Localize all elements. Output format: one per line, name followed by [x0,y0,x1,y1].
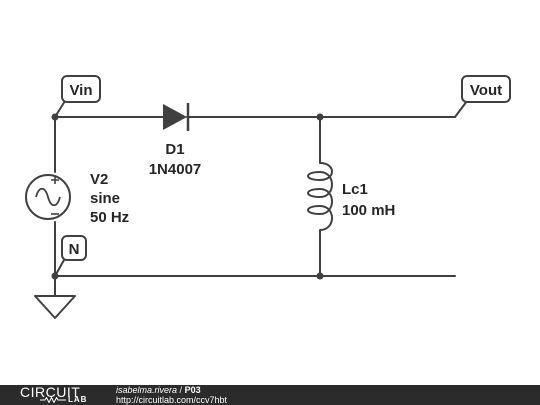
logo-text: CIRCUIT [20,384,81,400]
source-name: V2 [90,171,108,188]
diode-name: D1 [165,141,184,158]
node-flag-vin[interactable]: Vin [54,75,101,118]
source-frequency: 50 Hz [90,209,129,226]
credits: isabelma.rivera / P03 http://circuitlab.… [116,385,227,405]
node-label-n: N [69,241,80,258]
source-type: sine [90,190,120,207]
sine-source-v2[interactable] [25,174,71,220]
author-name[interactable]: isabelma.rivera [116,385,178,395]
junction-top [316,113,324,121]
wires [54,116,456,297]
node-label-vout: Vout [470,82,502,99]
circuit-schematic: Vin Vout N V2 sine 50 Hz D1 1 [25,75,511,319]
resistor-icon [40,397,66,403]
diode-part: 1N4007 [149,161,202,178]
diode-d1[interactable] [163,103,190,131]
ground-symbol[interactable] [34,295,76,319]
diode-triangle [163,104,187,130]
circuitlab-logo[interactable]: CIRCUIT LAB [20,384,98,405]
node-label-vin: Vin [69,82,92,99]
circuit-url[interactable]: http://circuitlab.com/ccv7hbt [116,395,228,405]
credits-separator: / [179,385,183,395]
logo-subtext: LAB [68,395,88,404]
node-flag-n[interactable]: N [54,235,87,277]
inductor-coil [307,162,333,231]
sine-wave-icon [35,187,61,207]
plus-sign-icon [51,176,59,184]
project-name[interactable]: P03 [184,385,201,395]
inductor-name: Lc1 [342,181,368,198]
inductor-lc1[interactable] [307,162,333,231]
footer-bar: CIRCUIT LAB isabelma.rivera / P03 http:/… [0,384,540,405]
node-flag-vout[interactable]: Vout [454,75,511,118]
inductor-value: 100 mH [342,202,395,219]
ground-icon [34,295,76,319]
credits-line-1: isabelma.rivera / P03 [116,385,227,395]
junction-bottom [316,272,324,280]
